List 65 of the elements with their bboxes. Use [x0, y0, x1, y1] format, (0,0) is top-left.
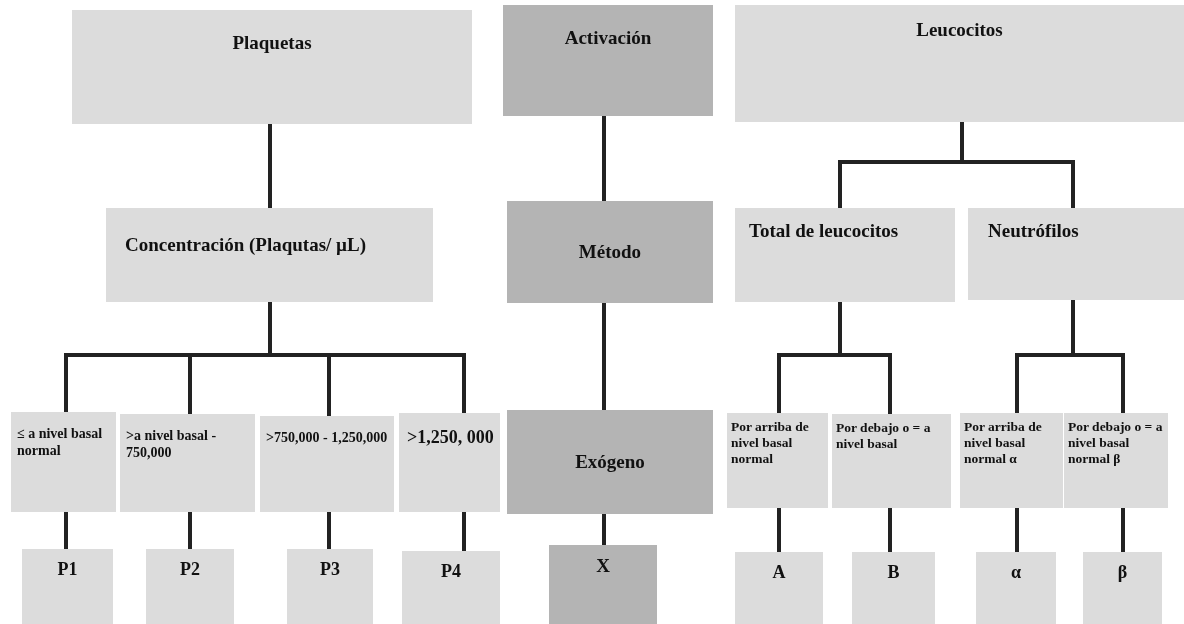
- node-label: Por arriba de nivel basal normal: [731, 419, 810, 468]
- connector-line: [602, 116, 606, 201]
- node-box: [960, 413, 1063, 508]
- node-box: [120, 414, 255, 512]
- node-box: [735, 552, 823, 624]
- node-label: >1,250, 000: [407, 427, 494, 449]
- node-label: X: [596, 555, 610, 578]
- node-label: P4: [441, 561, 461, 583]
- node-label: ≤ a nivel basal normal: [17, 426, 104, 460]
- node-label: A: [772, 562, 786, 584]
- node-label: P3: [320, 559, 340, 581]
- node-label: α: [1010, 562, 1021, 584]
- node-box: [507, 201, 713, 303]
- connector-line: [888, 508, 892, 552]
- node-label: Total de leucocitos: [749, 220, 899, 243]
- node-label: Por debajo o = a nivel basal normal β: [1068, 419, 1164, 468]
- node-box: [503, 5, 713, 116]
- node-label: Por debajo o = a nivel basal: [836, 420, 932, 453]
- connector-line: [188, 512, 192, 549]
- node-box: [11, 412, 116, 512]
- connector-line: [838, 302, 892, 414]
- node-box: [852, 552, 935, 624]
- node-box: [106, 208, 433, 302]
- connector-line: [960, 122, 1075, 208]
- node-box: [146, 549, 234, 624]
- node-box: [735, 208, 955, 302]
- node-label: Concentración (Plaqutas/ µL): [125, 234, 367, 257]
- node-box: [549, 545, 657, 624]
- node-label: Exógeno: [575, 450, 645, 474]
- connector-line: [777, 508, 781, 552]
- node-box: [399, 413, 500, 512]
- connector-line: [602, 303, 606, 410]
- node-label: Neutrófilos: [988, 220, 1079, 243]
- node-box: [260, 416, 394, 512]
- node-box: [735, 5, 1184, 122]
- node-label: Activación: [564, 27, 652, 50]
- connector-line: [268, 124, 272, 208]
- node-box: [976, 552, 1056, 624]
- node-box: [832, 414, 951, 508]
- node-label: P1: [57, 559, 78, 581]
- node-label: Método: [578, 240, 642, 264]
- node-box: [968, 208, 1184, 300]
- node-box: [1083, 552, 1162, 624]
- connector-line: [64, 512, 68, 549]
- connector-line: [1121, 508, 1125, 552]
- node-label: B: [887, 562, 900, 584]
- node-label: P2: [180, 559, 200, 581]
- connector-line: [602, 514, 606, 545]
- connector-line: [462, 512, 466, 551]
- node-label: Por arriba de nivel basal normal α: [964, 419, 1043, 468]
- node-box: [22, 549, 113, 624]
- node-box: [287, 549, 373, 624]
- node-label: >750,000 - 1,250,000: [266, 430, 388, 447]
- node-box: [402, 551, 500, 624]
- node-box: [507, 410, 713, 514]
- connector-line: [1071, 300, 1125, 413]
- node-label: β: [1117, 562, 1128, 584]
- node-label: Plaquetas: [232, 32, 312, 55]
- connector-line: [327, 512, 331, 549]
- connector-line: [1015, 508, 1019, 552]
- node-box: [72, 10, 472, 124]
- node-label: Leucocitos: [916, 19, 1003, 42]
- node-label: >a nivel basal - 750,000: [126, 428, 218, 462]
- node-box: [727, 413, 828, 508]
- node-box: [1064, 413, 1168, 508]
